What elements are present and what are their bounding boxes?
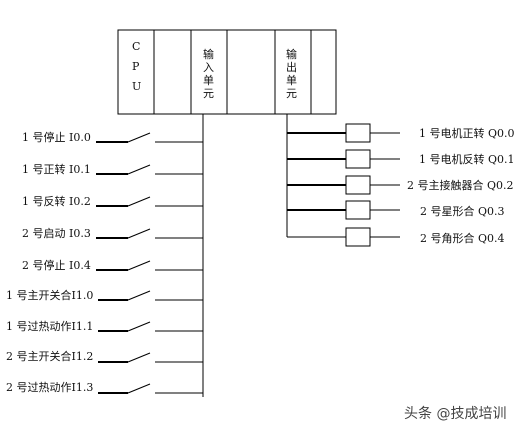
output-unit-char: 输: [286, 47, 297, 61]
output-label: 1 号电机正转 Q0.0: [419, 126, 515, 140]
input-label: 2 号停止 I0.4: [22, 258, 91, 272]
output-unit-char: 出: [286, 60, 297, 74]
input-row: 2 号主开关合I1.2: [6, 349, 203, 363]
switch-contact: [127, 196, 151, 207]
coil-box: [345, 227, 371, 247]
output-row: 2 号星形合 Q0.3: [287, 200, 505, 220]
output-row: 1 号电机正转 Q0.0: [287, 123, 515, 143]
input-unit-char: 输: [203, 47, 214, 61]
output-unit-module: [274, 29, 312, 115]
switch-contact: [127, 132, 151, 143]
switch-contact: [127, 164, 151, 175]
input-label: 1 号主开关合I1.0: [6, 288, 93, 302]
output-label: 2 号星形合 Q0.3: [420, 204, 505, 218]
switch-contact: [127, 352, 151, 363]
coil-box: [345, 123, 371, 143]
input-label: 1 号过热动作I1.1: [6, 320, 93, 333]
output-label: 2 号主接触器合 Q0.2: [407, 178, 514, 192]
output-row: 2 号角形合 Q0.4: [287, 227, 505, 247]
input-label: 2 号启动 I0.3: [22, 227, 91, 240]
output-unit-char: 单: [286, 74, 297, 87]
switch-contact: [127, 383, 151, 394]
switch-contact: [127, 290, 151, 301]
input-label: 1 号停止 I0.0: [22, 130, 91, 144]
input-row: 2 号启动 I0.3: [22, 227, 203, 240]
input-unit-char: 单: [203, 74, 214, 87]
cpu-letter: U: [132, 80, 141, 93]
input-row: 1 号反转 I0.2: [22, 194, 203, 208]
input-unit-char: 元: [203, 87, 214, 100]
coil-box: [345, 200, 371, 220]
switch-contact: [127, 321, 151, 332]
input-row: 1 号正转 I0.1: [22, 162, 203, 176]
cpu-letter: C: [132, 40, 140, 53]
input-row: 2 号停止 I0.4: [22, 258, 203, 272]
watermark-text: 头条 @技成培训: [404, 405, 506, 422]
coil-box: [345, 175, 371, 195]
output-label: 2 号角形合 Q0.4: [420, 231, 505, 245]
input-row: 2 号过热动作I1.3: [6, 381, 203, 394]
input-unit-module: [190, 29, 228, 115]
plc-rack: C P U 输 入 单 元 输 出 单 元: [117, 29, 337, 115]
output-unit-char: 元: [286, 87, 297, 100]
input-label: 2 号主开关合I1.2: [6, 349, 93, 363]
output-row: 1 号电机反转 Q0.1: [287, 149, 515, 169]
input-row: 1 号主开关合I1.0: [6, 288, 203, 302]
input-row: 1 号停止 I0.0: [22, 130, 203, 144]
coil-box: [345, 149, 371, 169]
input-row: 1 号过热动作I1.1: [6, 320, 203, 333]
switch-contact: [127, 260, 151, 271]
switch-contact: [127, 228, 151, 239]
input-label: 2 号过热动作I1.3: [6, 381, 93, 394]
input-label: 1 号正转 I0.1: [22, 162, 91, 176]
input-label: 1 号反转 I0.2: [22, 194, 91, 208]
cpu-letter: P: [132, 60, 140, 73]
output-row: 2 号主接触器合 Q0.2: [287, 175, 514, 195]
output-label: 1 号电机反转 Q0.1: [419, 152, 515, 166]
input-unit-char: 入: [203, 61, 214, 74]
